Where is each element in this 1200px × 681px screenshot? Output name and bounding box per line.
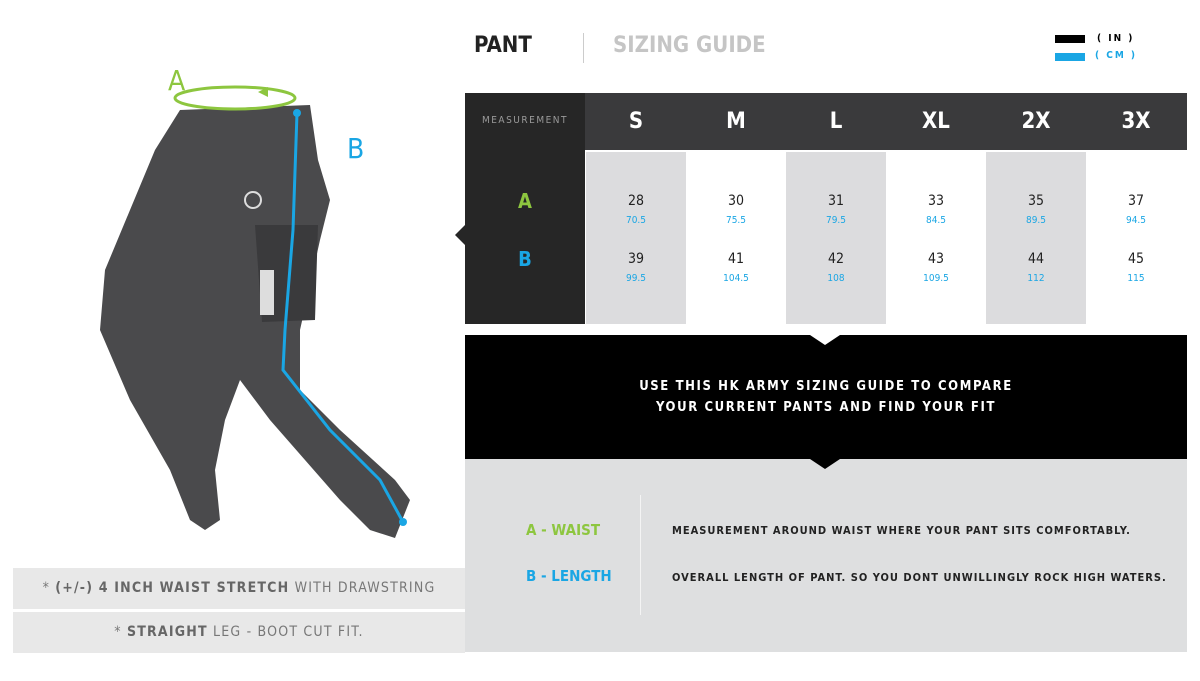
pants-illustration [100, 85, 410, 538]
cell-cm: 115 [1127, 273, 1145, 284]
length-line [281, 112, 405, 523]
label-b: B [347, 132, 365, 165]
info-banner: USE THIS HK ARMY SIZING GUIDE TO COMPARE… [465, 335, 1187, 459]
banner-line-1: USE THIS HK ARMY SIZING GUIDE TO COMPARE [639, 379, 1013, 394]
notch-icon [455, 225, 465, 245]
note-rest: WITH DRAWSTRING [289, 580, 436, 596]
shade-col-2x [986, 152, 1086, 324]
cell-inch: 39 [627, 251, 645, 267]
banner-top-notch [810, 335, 840, 345]
length-end-dot [399, 518, 407, 526]
definition-key-length: B - LENGTH [526, 567, 612, 585]
definition-text-waist: MEASUREMENT AROUND WAIST WHERE YOUR PANT… [672, 524, 1131, 537]
size-header-s: S [628, 109, 644, 134]
cell-inch: 43 [927, 251, 945, 267]
label-a: A [168, 64, 186, 97]
size-header-row [585, 93, 1187, 150]
cell-cm: 75.5 [725, 215, 747, 226]
size-header-m: M [726, 109, 746, 134]
cell-cm: 99.5 [625, 273, 647, 284]
cell-cm: 109.5 [923, 273, 949, 284]
length-start-dot [293, 109, 301, 117]
cell-cm: 84.5 [925, 215, 947, 226]
size-table: MEASUREMENT A B S 28 70.5 39 99.5 M 30 75.5 41 10… [455, 93, 1187, 324]
note-bold: (+/-) 4 INCH WAIST STRETCH [55, 580, 290, 596]
legend-inch-swatch [1055, 35, 1085, 43]
legend-cm-label: ( CM ) [1095, 50, 1138, 61]
cell-inch: 30 [727, 193, 745, 209]
logo-icon [244, 191, 262, 209]
size-header-2x: 2X [1021, 109, 1051, 134]
definitions-panel [465, 459, 1187, 652]
note-rest: LEG - BOOT CUT FIT. [207, 624, 364, 640]
cell-inch: 35 [1027, 193, 1045, 209]
cell-cm: 112 [1027, 273, 1045, 284]
waist-arrow-icon [258, 87, 268, 97]
note-star: * [42, 580, 51, 596]
cell-cm: 79.5 [825, 215, 847, 226]
measurement-column [465, 93, 585, 324]
shade-col-l [786, 152, 886, 324]
banner-line-2: YOUR CURRENT PANTS AND FIND YOUR FIT [655, 400, 997, 415]
pants-shape [100, 105, 410, 538]
definitions-divider [640, 495, 641, 615]
row-label-b: B [518, 247, 532, 271]
note-bold: STRAIGHT [126, 624, 208, 640]
note-fit: * STRAIGHT LEG - BOOT CUT FIT. [13, 612, 465, 653]
cell-cm: 94.5 [1125, 215, 1147, 226]
cell-inch: 44 [1027, 251, 1045, 267]
page-title: PANT [474, 33, 532, 58]
waist-ellipse [173, 85, 297, 111]
cell-inch: 28 [627, 193, 645, 209]
banner-bottom-notch [810, 459, 840, 469]
cell-inch: 41 [727, 251, 745, 267]
cell-cm: 70.5 [625, 215, 647, 226]
size-header-l: L [829, 109, 843, 134]
cell-cm: 104.5 [723, 273, 749, 284]
size-header-3x: 3X [1121, 109, 1151, 134]
definition-key-waist: A - WAIST [526, 521, 601, 539]
cell-cm: 108 [827, 273, 845, 284]
legend-inch-label: ( IN ) [1097, 33, 1135, 44]
note-waist-stretch: * (+/-) 4 INCH WAIST STRETCH WITH DRAWST… [13, 568, 465, 609]
legend-cm-swatch [1055, 53, 1085, 61]
page-subtitle: SIZING GUIDE [613, 33, 766, 58]
row-label-a: A [518, 189, 532, 213]
pocket-label [260, 270, 274, 315]
cell-inch: 45 [1127, 251, 1145, 267]
cell-inch: 37 [1127, 193, 1145, 209]
note-star: * [114, 624, 122, 640]
cell-inch: 33 [927, 193, 945, 209]
shade-col-s [586, 152, 686, 324]
cell-cm: 89.5 [1025, 215, 1047, 226]
size-header-xl: XL [922, 109, 950, 134]
definition-text-length: OVERALL LENGTH OF PANT. SO YOU DONT UNWI… [672, 571, 1167, 584]
title-divider [583, 33, 584, 63]
measurement-header: MEASUREMENT [481, 115, 568, 126]
cell-inch: 31 [827, 193, 845, 209]
cell-inch: 42 [827, 251, 845, 267]
